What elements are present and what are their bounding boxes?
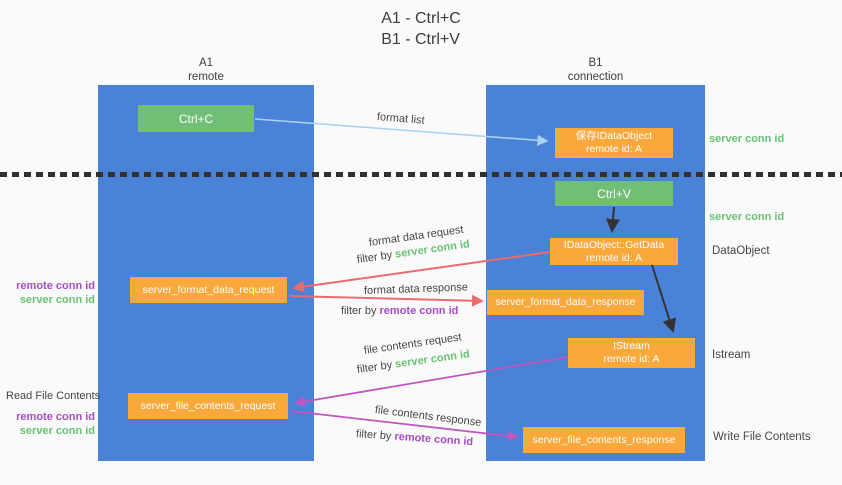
label-server-conn-id-left-2: server conn id [19,425,95,437]
getdata-line2: remote id: A [585,251,643,264]
format-response-label: server_format_data_response [495,296,636,308]
label-filter-remote-conn-2: filter by remote conn id [356,428,474,448]
dashed-divider [0,172,842,177]
column-b1-name: B1 [588,57,603,69]
label-dataobject: DataObject [712,245,770,257]
column-header-a1: A1 remote [98,56,314,84]
save-idataobject-box: 保存IDataObject remote id: A [555,128,673,158]
label-read-file-contents: Read File Contents [6,390,101,402]
label-write-file-contents: Write File Contents [713,431,811,443]
format-request-box: server_format_data_request [130,277,287,303]
ctrl-c-label: Ctrl+C [178,111,214,126]
filter-prefix: filter by [355,428,395,443]
remote-conn-id-text: remote conn id [394,430,474,449]
label-server-conn-id-right-2: server conn id [709,211,785,223]
label-istream: Istream [712,349,751,361]
label-remote-conn-id-left-2: remote conn id [16,411,95,423]
label-server-conn-id-right-1: server conn id [709,133,785,145]
ctrl-v-label: Ctrl+V [597,186,631,201]
istream-line1: IStream [613,340,650,352]
file-response-label: server_file_contents_response [532,433,676,446]
left-conn-id-block-bottom: remote conn id server conn id [0,410,95,438]
title-line-2: B1 - Ctrl+V [381,31,460,48]
arrow-format-data-response [289,294,484,307]
remote-conn-id-text: remote conn id [379,305,459,317]
getdata-box: IDataObject::GetData remote id: A [550,238,678,265]
label-file-contents-response: file contents response [374,404,482,429]
save-idataobject-line2: remote id: A [585,143,643,155]
istream-line2: remote id: A [603,353,660,365]
column-a1-name: A1 [198,57,214,69]
file-request-box: server_file_contents_request [128,393,288,419]
label-server-conn-id-left-1: server conn id [19,294,95,306]
column-header-b1: B1 connection [486,56,705,84]
filter-prefix: filter by [341,305,380,317]
filter-prefix: filter by [356,358,396,376]
page-title-lines: A1 - Ctrl+C B1 - Ctrl+V [381,8,461,50]
label-format-data-response: format data response [363,281,469,297]
istream-box: IStream remote id: A [568,338,695,368]
format-response-box: server_format_data_response [487,290,644,315]
column-a1-subtitle: remote [188,71,224,83]
title-line-1: A1 - Ctrl+C [381,10,461,27]
file-request-label: server_file_contents_request [140,399,276,412]
filter-prefix: filter by [356,248,396,266]
save-idataobject-line1: 保存IDataObject [575,130,653,142]
ctrl-c-box: Ctrl+C [138,105,254,132]
format-request-label: server_format_data_request [142,283,275,296]
ctrl-v-box: Ctrl+V [555,181,673,206]
label-remote-conn-id-left-1: remote conn id [16,280,95,292]
page-title: A1 - Ctrl+C B1 - Ctrl+V [0,8,842,50]
getdata-line1: IDataObject::GetData [563,238,665,251]
column-b1-subtitle: connection [567,71,624,83]
server-conn-id-text: server conn id [394,348,471,371]
label-format-list: format list [376,111,426,127]
left-conn-id-block-top: remote conn id server conn id [0,279,95,307]
label-filter-remote-conn-1: filter by remote conn id [341,305,458,317]
file-response-box: server_file_contents_response [523,427,685,453]
